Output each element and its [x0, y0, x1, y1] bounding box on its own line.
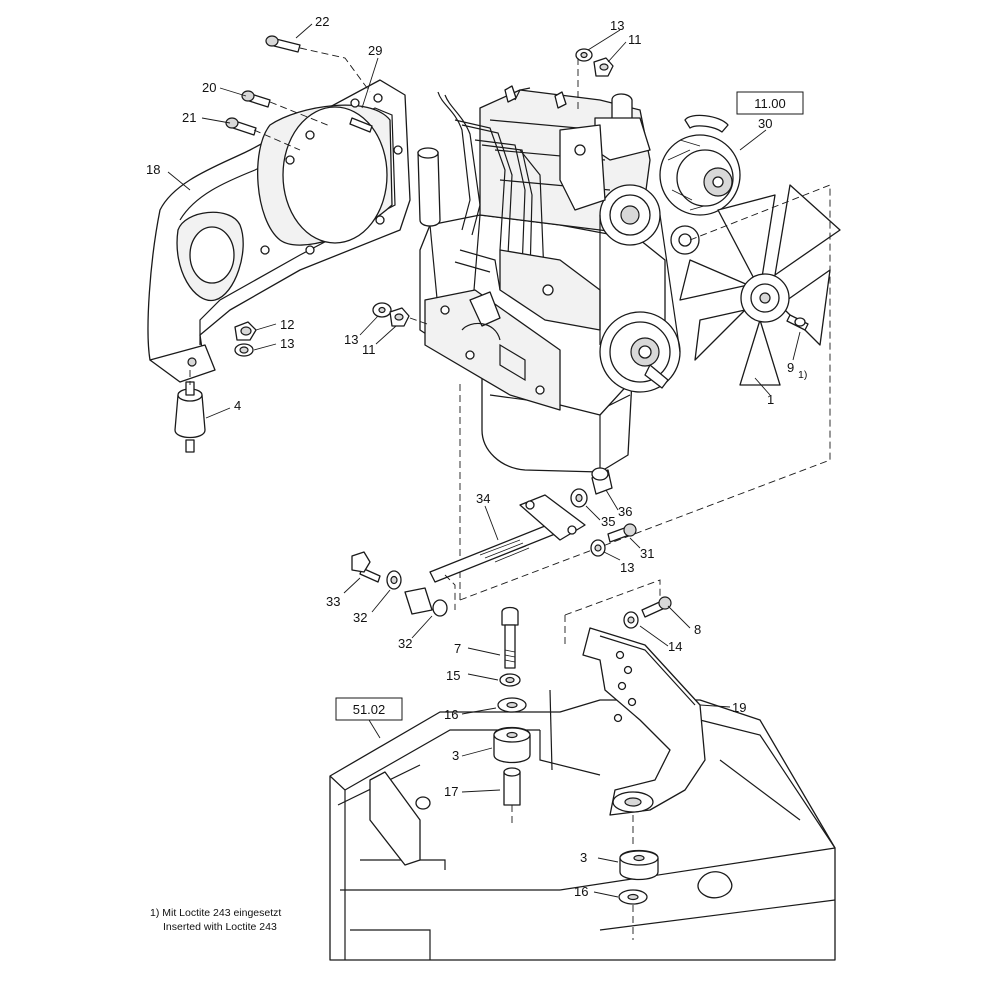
engine-bracket-left [147, 79, 411, 383]
callout-16[interactable]: 16 [574, 884, 588, 899]
callout-13[interactable]: 13 [280, 336, 294, 351]
bolt-21 [225, 117, 257, 136]
sleeve-17 [503, 767, 521, 806]
callout-9[interactable]: 9 [787, 360, 794, 375]
bolt-7 [501, 606, 519, 669]
ref-box-frame[interactable]: 51.02 [335, 697, 403, 739]
nut-11-top [593, 57, 614, 77]
callout-32[interactable]: 32 [353, 610, 367, 625]
callout-4[interactable]: 4 [234, 398, 241, 413]
callout-18[interactable]: 18 [146, 162, 160, 177]
chassis-frame [329, 689, 836, 961]
bushing-36 [591, 467, 613, 495]
callout-11[interactable]: 11 [362, 342, 376, 357]
callout-3[interactable]: 3 [580, 850, 587, 865]
bolt-31 [607, 523, 637, 543]
callout-15[interactable]: 15 [446, 668, 460, 683]
washer-13-left [234, 343, 254, 357]
callout-16[interactable]: 16 [444, 707, 458, 722]
callout-17[interactable]: 17 [444, 784, 458, 799]
footnote-line-german: 1) Mit Loctite 243 eingesetzt [150, 907, 281, 919]
callout-12[interactable]: 12 [280, 317, 294, 332]
callout-34[interactable]: 34 [476, 491, 490, 506]
nut-11-mid [389, 307, 410, 327]
callout-21[interactable]: 21 [182, 110, 196, 125]
bolt-33 [351, 551, 381, 583]
bushing-32-b [404, 587, 448, 617]
callout-20[interactable]: 20 [202, 80, 216, 95]
callout-14[interactable]: 14 [668, 639, 682, 654]
washer-16-upper [497, 697, 527, 713]
footnote-line-english: Inserted with Loctite 243 [163, 921, 277, 933]
washer-14 [623, 611, 639, 629]
washer-32-a [386, 570, 402, 590]
callout-numbers: 22 29 20 21 18 12 13 4 13 11 13 11 30 9 … [146, 14, 807, 899]
washer-15 [499, 673, 521, 687]
callout-3[interactable]: 3 [452, 748, 459, 763]
callout-31[interactable]: 31 [640, 546, 654, 561]
callout-13[interactable]: 13 [620, 560, 634, 575]
ref-box-engine-label: 11.00 [754, 96, 786, 111]
ref-box-frame-label: 51.02 [353, 702, 386, 717]
footnote: 1) Mit Loctite 243 eingesetzt Inserted w… [150, 907, 281, 933]
rubber-mount-4 [174, 381, 206, 453]
callout-8[interactable]: 8 [694, 622, 701, 637]
shaft-34 [429, 494, 586, 583]
bolt-22 [265, 35, 301, 53]
washer-35 [570, 488, 588, 508]
callout-35[interactable]: 35 [601, 514, 615, 529]
nut-12 [234, 321, 257, 341]
callout-13[interactable]: 13 [610, 18, 624, 33]
washer-16-lower [618, 889, 648, 905]
engine-bracket-right [582, 627, 706, 816]
washer-13-top [575, 48, 593, 62]
engine-assembly [417, 85, 741, 473]
callout-29[interactable]: 29 [368, 43, 382, 58]
ref-box-engine[interactable]: 11.00 [736, 91, 804, 115]
bolt-20 [241, 90, 271, 108]
callout-1[interactable]: 1 [767, 392, 774, 407]
callout-13[interactable]: 13 [344, 332, 358, 347]
washer-13-mid [372, 302, 392, 318]
callout-7[interactable]: 7 [454, 641, 461, 656]
rubber-buffer-3-upper [493, 726, 531, 764]
callout-30[interactable]: 30 [758, 116, 772, 131]
leader-lines [167, 23, 801, 898]
callout-19[interactable]: 19 [732, 700, 746, 715]
bolt-8 [641, 596, 672, 618]
callout-33[interactable]: 33 [326, 594, 340, 609]
callout-36[interactable]: 36 [618, 504, 632, 519]
cooling-fan [679, 184, 841, 386]
rubber-buffer-3-lower [619, 849, 659, 881]
callout-22[interactable]: 22 [315, 14, 329, 29]
callout-32[interactable]: 32 [398, 636, 412, 651]
callout-9-footnote-ref: 1) [798, 369, 807, 381]
washer-13-lower [590, 539, 606, 557]
callout-11[interactable]: 11 [628, 32, 642, 47]
